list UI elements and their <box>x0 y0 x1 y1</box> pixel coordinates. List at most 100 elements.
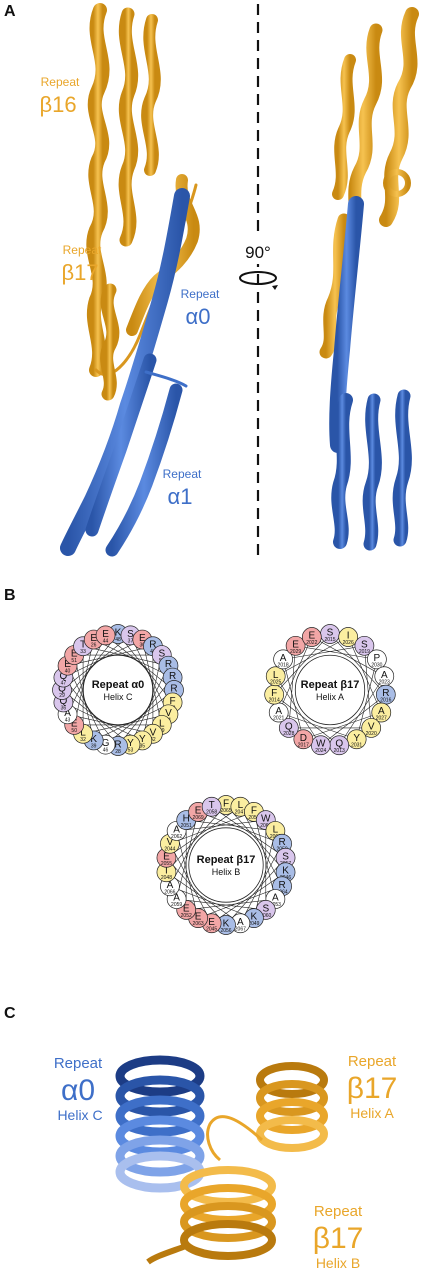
wheel-connector <box>176 898 266 911</box>
rotation-label-bg <box>232 238 284 264</box>
gold-helix-r4 <box>319 213 351 359</box>
c-label-alpha0-repeat: Repeat <box>54 1055 103 1072</box>
residue-letter: W <box>316 739 326 750</box>
residue-letter: T <box>80 640 86 651</box>
residue-number: 2024 <box>315 748 326 754</box>
residue-circle <box>285 635 306 656</box>
wheel-connector <box>240 806 283 887</box>
residue-circle <box>95 625 116 646</box>
c-label-helix-a-name: β17 <box>347 1072 398 1105</box>
blue-loop <box>144 370 188 388</box>
residue-number: 2028 <box>283 731 294 737</box>
residue-letter: L <box>238 800 244 811</box>
gold-helix-r1 <box>379 7 419 227</box>
residue-number: 2018 <box>278 662 289 668</box>
wheel-connector <box>166 804 227 873</box>
blue-helix-alpha1-a <box>85 353 157 537</box>
panel-a: A Repeat β16 Repeat β17 Repeat α0 Repeat… <box>4 3 419 560</box>
wheel-subtitle: Helix B <box>212 867 241 877</box>
residue-letter: K <box>90 734 97 745</box>
residue-letter: R <box>278 837 285 848</box>
wheel-connector <box>169 811 254 845</box>
residue-letter: A <box>173 893 180 904</box>
residue-number: 53 <box>128 748 134 754</box>
c-label-alpha0-name: α0 <box>61 1074 95 1107</box>
residue-letter: A <box>280 653 287 664</box>
wheel-connector <box>273 633 331 695</box>
wheel-connector <box>311 636 385 677</box>
residue-letter: A <box>275 706 282 717</box>
blue-helix-alpha0 <box>60 188 190 556</box>
c-label-helix-b-repeat: Repeat <box>314 1203 363 1220</box>
residue-letter: I <box>165 866 168 877</box>
residue-number: 2014 <box>269 698 280 704</box>
gold-helix-2 <box>118 7 139 247</box>
wheel-connector <box>282 659 304 740</box>
wheel-connector <box>211 871 286 924</box>
c-label-helix-a-repeat: Repeat <box>348 1053 397 1070</box>
wheel-connector <box>253 811 276 900</box>
residue-letter: Q <box>60 696 68 707</box>
residue-letter: F <box>251 805 257 816</box>
residue-letter: A <box>381 670 388 681</box>
wheel-core <box>294 654 366 726</box>
residue-circle <box>371 702 392 723</box>
residue-letter: E <box>102 629 109 640</box>
residue-number: 2016 <box>380 698 391 704</box>
blue-helix-r4 <box>392 389 412 547</box>
residue-number: 2053 <box>270 902 281 908</box>
structure-right-blue <box>329 196 412 551</box>
residue-letter: V <box>165 708 172 719</box>
residue-circle <box>273 649 293 670</box>
residue-number: 2052 <box>181 913 192 919</box>
wheel-connector <box>329 633 387 695</box>
residue-letter: R <box>382 688 389 699</box>
wheel-connector <box>176 819 266 832</box>
residue-circle <box>367 649 387 670</box>
panel-c-letter: C <box>4 1005 16 1022</box>
residue-letter: P <box>374 653 381 664</box>
residue-letter: L <box>159 718 165 729</box>
residue-number: 30 <box>140 643 146 649</box>
residue-letter: F <box>223 799 229 810</box>
wheel-core <box>188 827 264 903</box>
residue-number: 2029 <box>290 649 301 655</box>
residue-circle <box>361 718 382 738</box>
residue-number: 2047 <box>235 810 246 816</box>
residue-letter: R <box>149 640 156 651</box>
helix-b-coil-gold <box>146 1166 276 1265</box>
residue-letter: E <box>139 633 146 644</box>
wheel-connector <box>320 694 386 746</box>
residue-number: 50 <box>71 728 77 734</box>
wheel-connector <box>166 857 227 926</box>
residue-letter: R <box>278 880 285 891</box>
blue-helix-alpha1-b <box>105 383 183 557</box>
residue-circle <box>354 635 375 656</box>
residue-number: 2067 <box>235 926 246 932</box>
residue-letter: R <box>165 659 172 670</box>
residue-number: 39 <box>91 743 97 749</box>
residue-number: 2069 <box>193 815 204 821</box>
residue-circle <box>201 796 222 817</box>
label-alpha1-repeat: Repeat <box>163 467 202 481</box>
wheel-connector <box>166 806 241 859</box>
c-label-helix-a-helix: Helix A <box>350 1105 394 1121</box>
residue-letter: R <box>114 740 121 751</box>
residue-number: 28 <box>115 749 121 755</box>
wheel-connector <box>364 645 372 728</box>
label-alpha1-name: α1 <box>168 484 193 509</box>
wheel-connector <box>198 811 283 845</box>
residue-letter: A <box>167 880 174 891</box>
residue-number: 36 <box>61 705 67 711</box>
residue-letter: V <box>368 721 375 732</box>
panel-c: C Repeat α0 Helix C Repe <box>4 1005 397 1271</box>
